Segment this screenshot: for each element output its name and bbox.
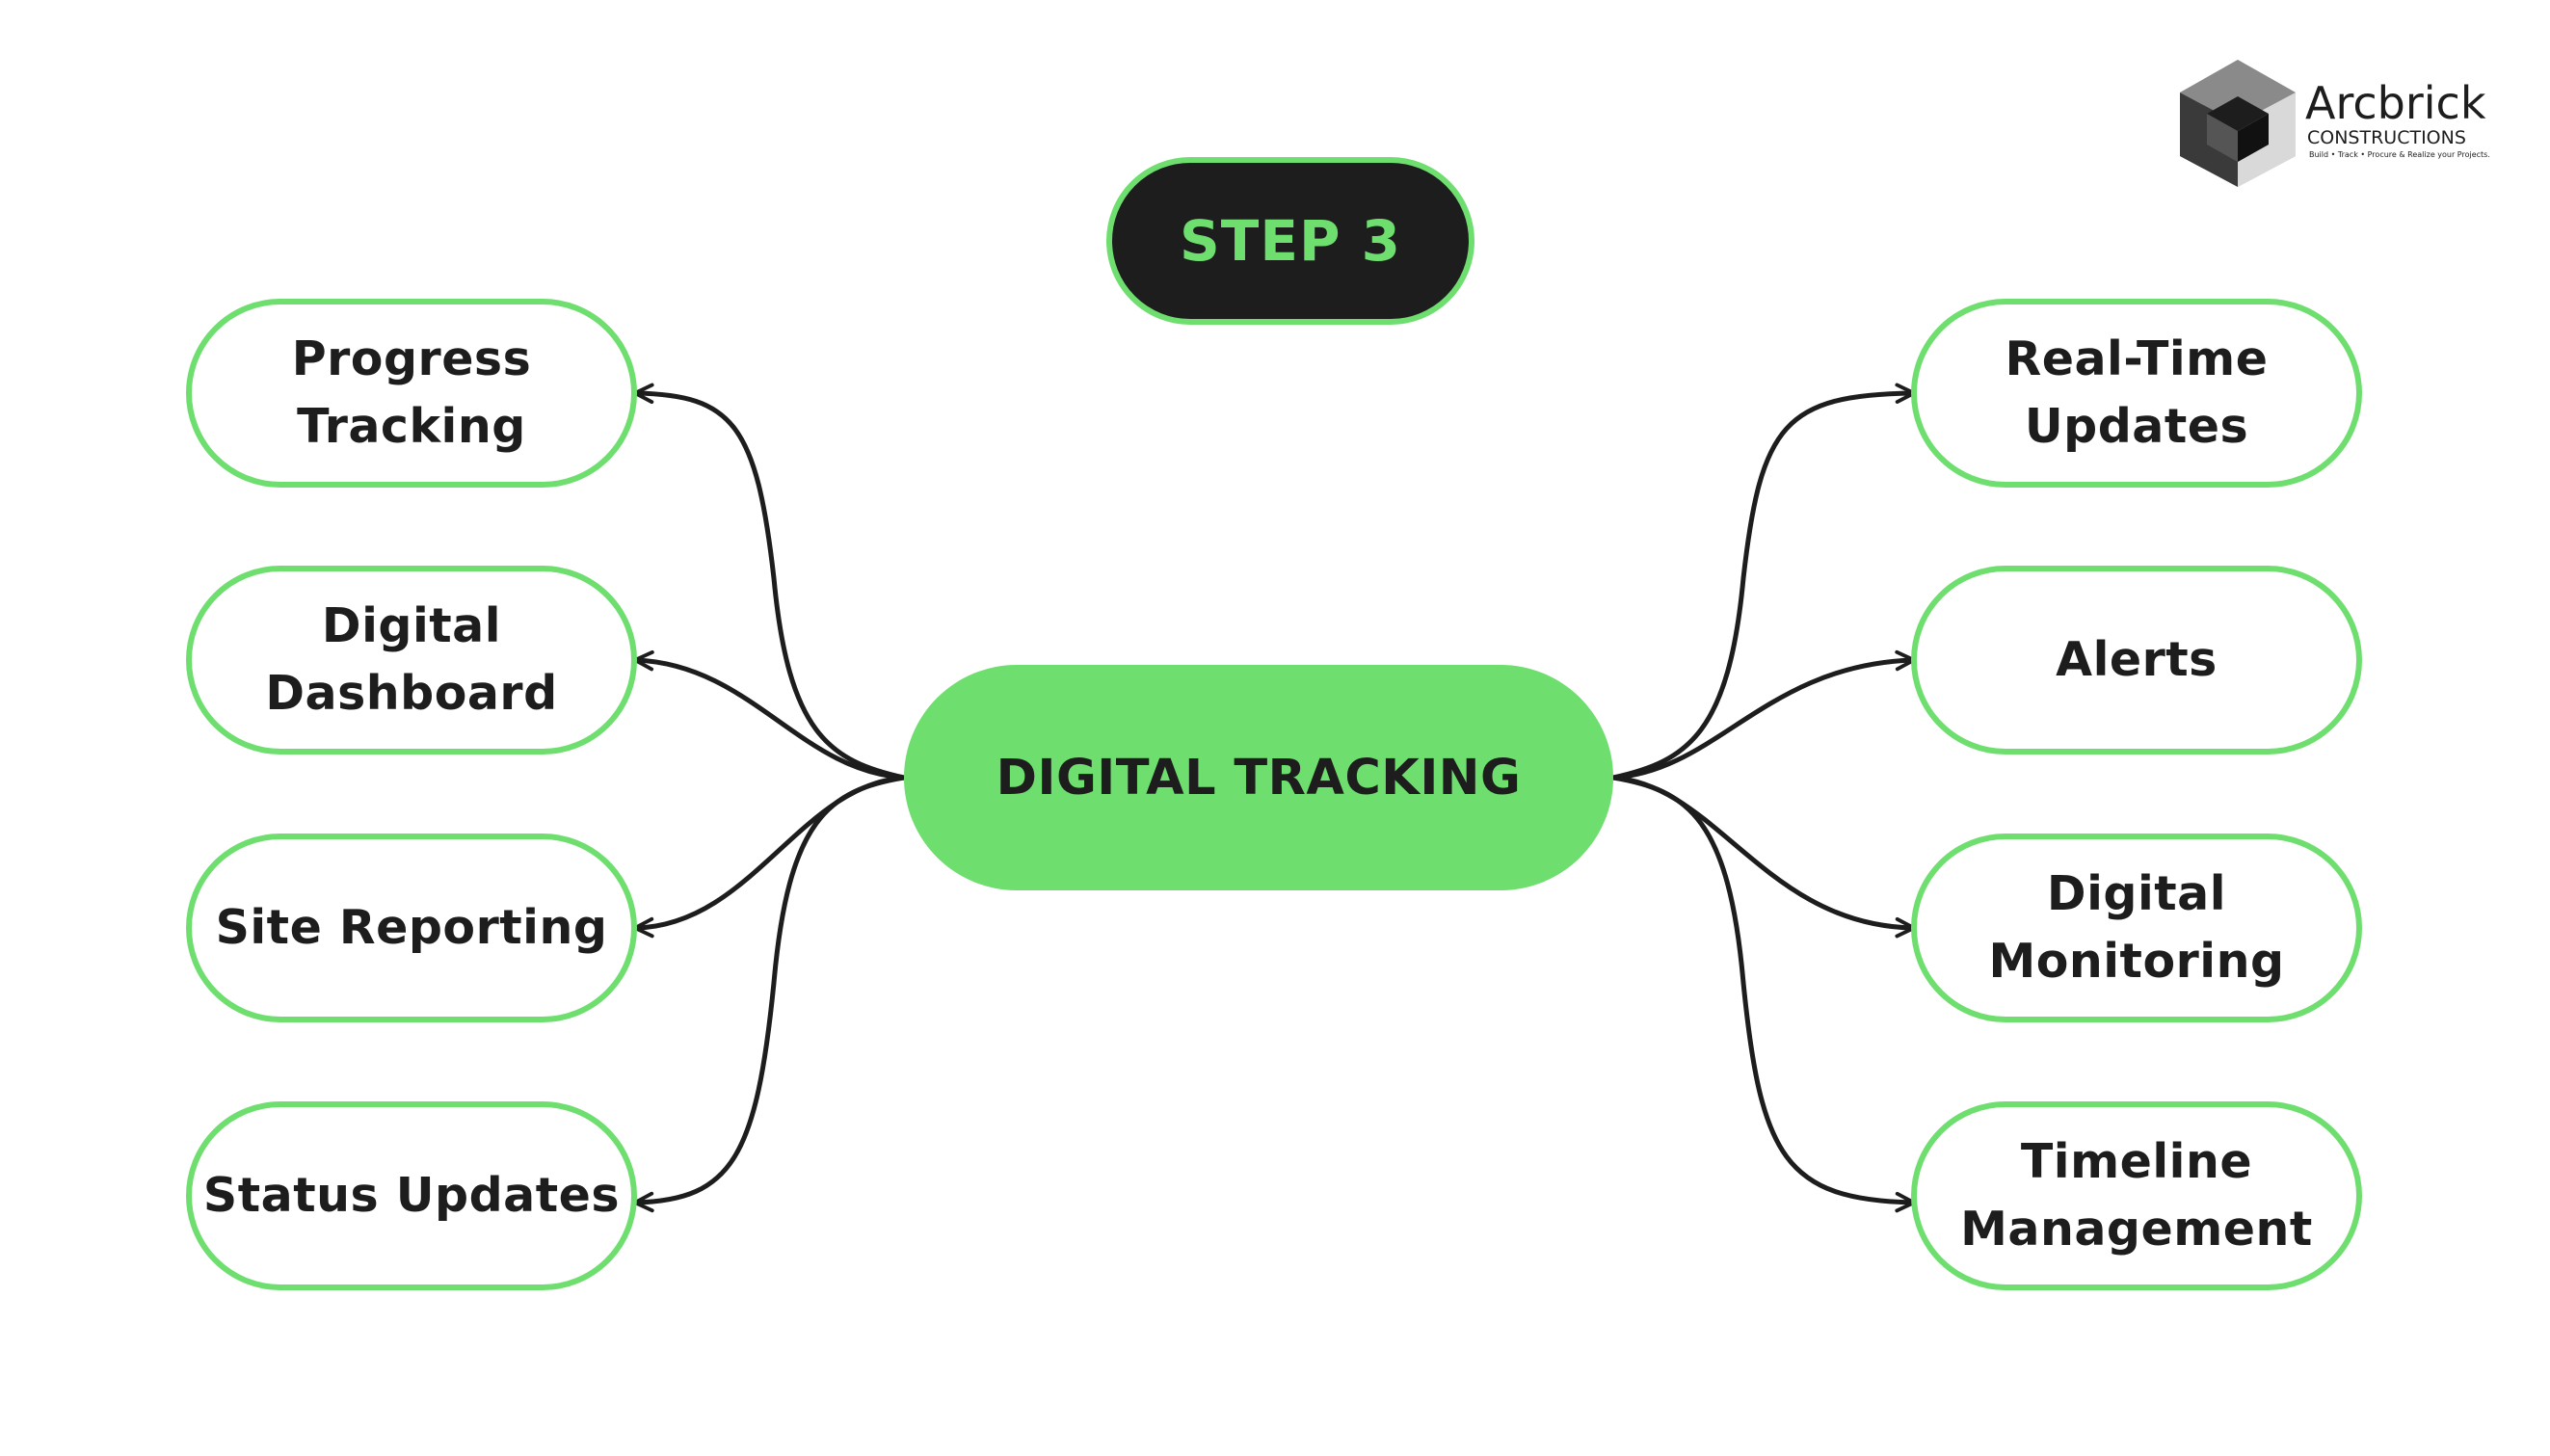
node-alerts: Alerts — [1911, 566, 2362, 754]
connector-alerts — [1612, 649, 1917, 781]
node-status-updates: Status Updates — [186, 1101, 637, 1290]
logo-name: Arcbrick — [2305, 77, 2486, 129]
center-node-digital-tracking: DIGITAL TRACKING — [904, 665, 1613, 890]
center-node-label: DIGITAL TRACKING — [996, 749, 1522, 807]
connector-digital-dashboard — [632, 649, 905, 781]
arcbrick-logo: Arcbrick CONSTRUCTIONS Build • Track • P… — [2176, 56, 2494, 191]
node-label: Status Updates — [202, 1168, 621, 1223]
node-timeline-management: Timeline Management — [1911, 1101, 2362, 1290]
node-label: Timeline Management — [1960, 1134, 2313, 1257]
node-label: Site Reporting — [215, 900, 608, 955]
hexagon-cube-icon — [2180, 60, 2296, 187]
node-site-reporting: Site Reporting — [186, 834, 637, 1022]
node-label: Digital Dashboard — [265, 598, 558, 721]
logo-tagline: Build • Track • Procure & Realize your P… — [2309, 150, 2490, 159]
connector-real-time-updates — [1612, 383, 1917, 781]
node-label: Real-Time Updates — [2005, 331, 2269, 454]
connector-site-reporting — [632, 775, 905, 939]
connector-progress-tracking — [632, 383, 905, 781]
connector-timeline-management — [1612, 775, 1917, 1213]
logo-subtitle: CONSTRUCTIONS — [2307, 127, 2466, 148]
node-label: Alerts — [2056, 632, 2218, 687]
node-progress-tracking: Progress Tracking — [186, 299, 637, 488]
node-digital-monitoring: Digital Monitoring — [1911, 834, 2362, 1022]
node-digital-dashboard: Digital Dashboard — [186, 566, 637, 754]
connector-digital-monitoring — [1612, 775, 1917, 939]
step-badge: STEP 3 — [1106, 157, 1474, 325]
node-label: Progress Tracking — [291, 331, 532, 454]
node-real-time-updates: Real-Time Updates — [1911, 299, 2362, 488]
step-label: STEP 3 — [1179, 208, 1401, 274]
connector-status-updates — [632, 775, 905, 1213]
node-label: Digital Monitoring — [1988, 866, 2285, 989]
